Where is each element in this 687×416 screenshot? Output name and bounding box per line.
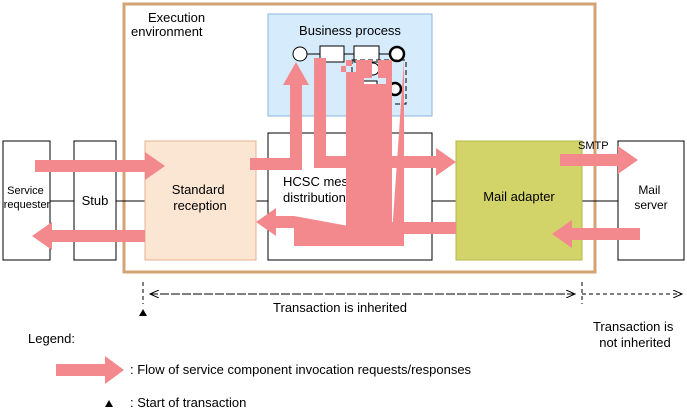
flow-arrow — [560, 146, 638, 174]
transaction-range — [142, 282, 682, 304]
service-requester-label: Service requester — [4, 185, 51, 211]
start-event-icon — [292, 46, 308, 62]
standard-reception-label: Standard reception — [172, 182, 228, 213]
legend-start-triangle-icon — [105, 400, 113, 407]
flow-arrow — [32, 222, 145, 250]
standard-reception-box — [144, 140, 257, 261]
legend-start-text: : Start of transaction — [130, 395, 246, 410]
legend-flow-arrow-icon — [56, 356, 124, 384]
start-of-transaction-marker — [139, 309, 147, 316]
mail-server-label: Mail server — [634, 183, 667, 212]
flow-arrow — [552, 220, 640, 248]
smtp-label: SMTP — [578, 140, 609, 152]
transaction-inherited-label: Transaction is inherited — [273, 300, 407, 315]
business-process-title: Business process — [299, 23, 401, 38]
transaction-not-inherited-label: Transaction is not inherited — [593, 319, 677, 350]
flow-arrow — [35, 152, 165, 180]
flow-arrows — [32, 58, 640, 250]
execution-environment-frame — [122, 2, 597, 274]
flow-arrow — [250, 62, 309, 170]
legend-title: Legend: — [28, 331, 75, 346]
flow-arrow — [314, 58, 456, 176]
legend-flow-text: : Flow of service component invocation r… — [130, 362, 472, 377]
stub-label: Stub — [82, 193, 109, 208]
execution-environment-label: Execution environment — [131, 10, 209, 39]
flow-arrow — [256, 60, 404, 246]
activity-icon — [353, 45, 380, 63]
mail-adapter-label: Mail adapter — [483, 189, 555, 204]
end-event-icon — [388, 45, 406, 63]
flow-arrow — [341, 60, 456, 234]
